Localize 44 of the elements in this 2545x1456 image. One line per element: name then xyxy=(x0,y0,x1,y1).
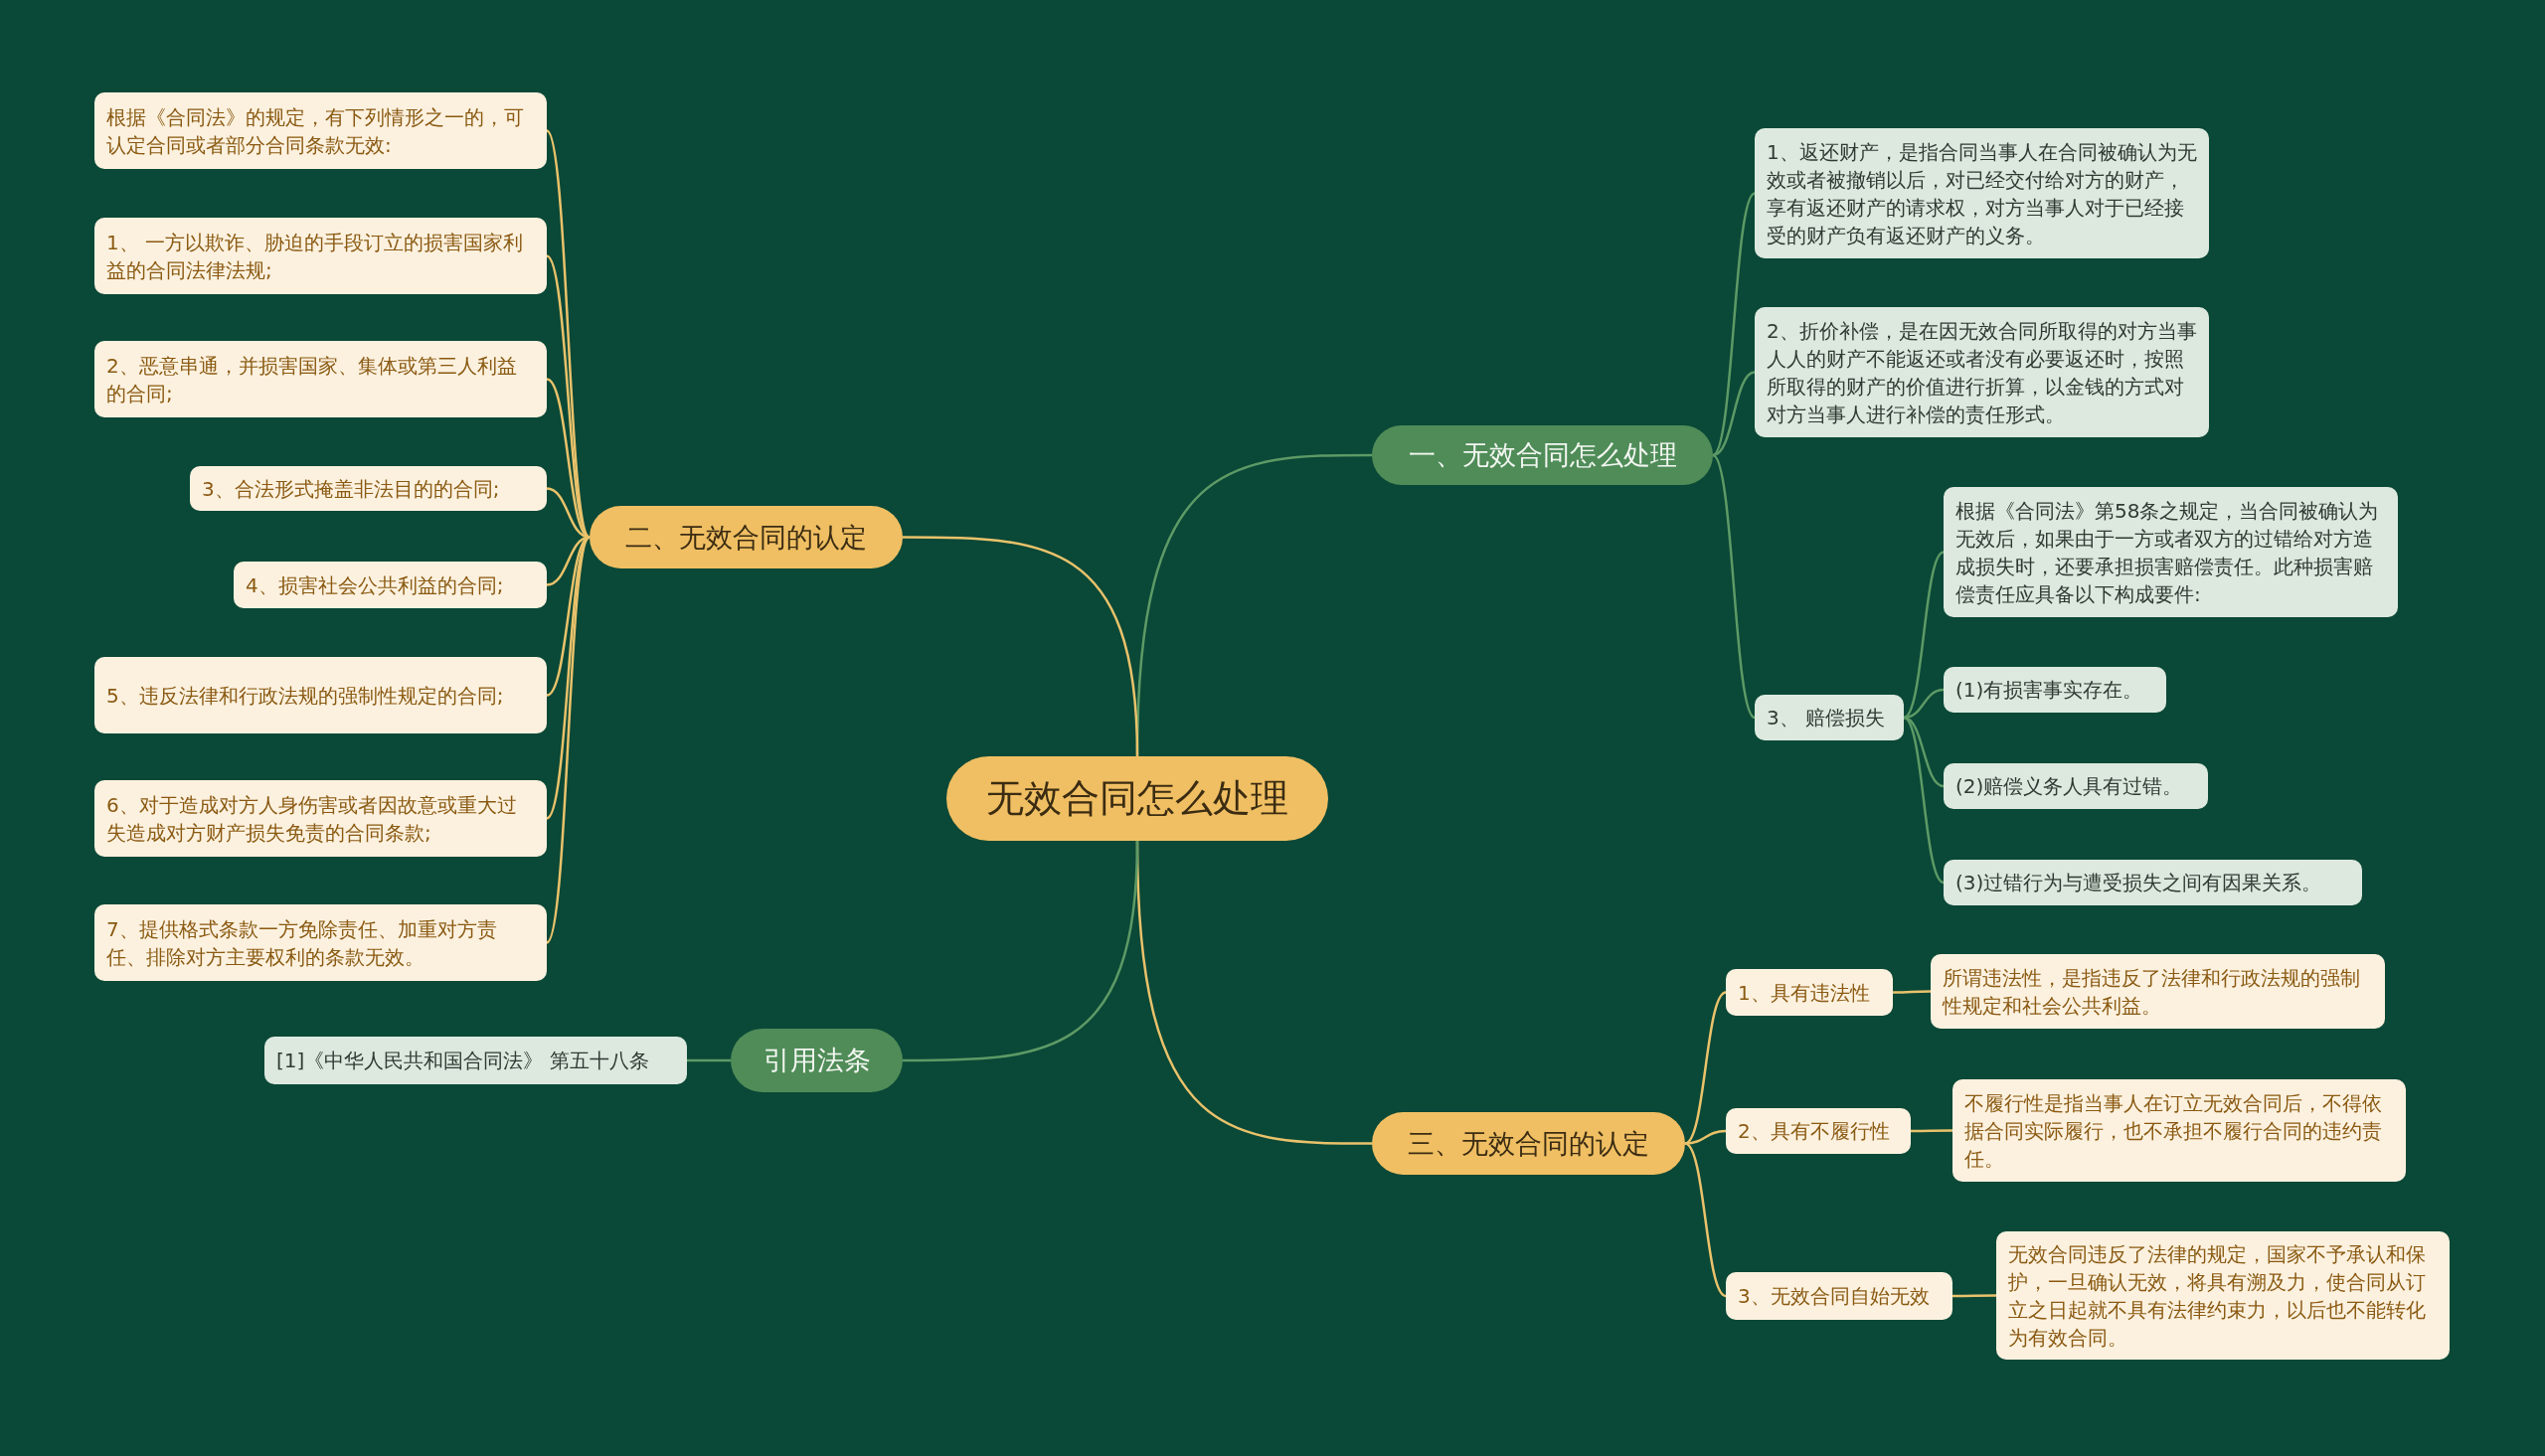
connector-line xyxy=(1893,990,1931,994)
note-box: 5、违反法律和行政法规的强制性规定的合同; xyxy=(94,657,547,733)
note-box: 7、提供格式条款一方免除责任、加重对方责任、排除对方主要权利的条款无效。 xyxy=(94,904,547,981)
note-box: (2)赔偿义务人具有过错。 xyxy=(1944,763,2208,809)
connector-line xyxy=(1712,371,1756,457)
note-box: 1、返还财产，是指合同当事人在合同被确认为无效或者被撤销以后，对已经交付给对方的财产，享有返还财产的请求权，对方当事人对于已经接受的财产负有返还财产的义务。 xyxy=(1755,128,2209,258)
note-box: 1、 一方以欺诈、胁迫的手段订立的损害国家利益的合同法律法规; xyxy=(94,218,547,294)
note-box: 6、对于造成对方人身伤害或者因故意或重大过失造成对方财产损失免责的合同条款; xyxy=(94,780,547,857)
connector-line xyxy=(1684,991,1727,1145)
note-box: 3、合法形式掩盖非法目的的合同; xyxy=(190,466,547,511)
connector-line xyxy=(1712,454,1756,719)
connector-line xyxy=(545,129,592,539)
connector-line xyxy=(1684,1142,1727,1298)
connector-line xyxy=(1903,717,1945,884)
branch-topic: 三、无效合同的认定 xyxy=(1372,1112,1685,1175)
note-box: 所谓违法性，是指违反了法律和行政法规的强制性规定和社会公共利益。 xyxy=(1931,954,2385,1029)
connector-line xyxy=(1712,192,1756,456)
connector-line xyxy=(903,840,1139,1062)
note-box: 4、损害社会公共利益的合同; xyxy=(234,562,547,608)
connector-line xyxy=(1903,551,1945,719)
subtopic-box: 3、 赔偿损失 xyxy=(1755,695,1904,740)
connector-line xyxy=(545,536,592,944)
note-box: 2、折价补偿，是在因无效合同所取得的对方当事人人的财产不能返还或者没有必要返还时，按照所取得的财产的价值进行折算，以金钱的方式对对方当事人进行补偿的责任形式。 xyxy=(1755,307,2209,437)
note-box: 2、恶意串通，并损害国家、集体或第三人利益的合同; xyxy=(94,341,547,417)
subtopic-box: 1、具有违法性 xyxy=(1726,969,1893,1016)
connector-line xyxy=(1903,716,1945,788)
subtopic-box: 2、具有不履行性 xyxy=(1726,1108,1911,1154)
branch-topic: 引用法条 xyxy=(731,1029,903,1092)
connector-line xyxy=(1952,1294,1996,1298)
connector-line xyxy=(1911,1129,1952,1133)
note-box: (1)有损害事实存在。 xyxy=(1944,667,2166,713)
connector-line xyxy=(546,536,591,820)
note-box: 无效合同违反了法律的规定，国家不予承认和保护，一旦确认无效，将具有溯及力，使合同从订立之日起就不具有法律约束力，以后也不能转化为有效合同。 xyxy=(1996,1231,2450,1360)
subtopic-box: 3、无效合同自始无效 xyxy=(1726,1272,1952,1320)
note-box: 根据《合同法》的规定，有下列情形之一的，可认定合同或者部分合同条款无效: xyxy=(94,92,547,169)
branch-topic: 一、无效合同怎么处理 xyxy=(1372,425,1713,485)
connector-line xyxy=(903,536,1139,757)
central-topic: 无效合同怎么处理 xyxy=(946,756,1328,841)
note-box: 不履行性是指当事人在订立无效合同后，不得依据合同实际履行，也不承担不履行合同的违约责任。 xyxy=(1952,1079,2406,1182)
note-box: [1]《中华人民共和国合同法》 第五十八条 xyxy=(264,1037,687,1084)
note-box: 根据《合同法》第58条之规定，当合同被确认为无效后，如果由于一方或者双方的过错给对方造成损失时，还要承担损害赔偿责任。此种损害赔偿责任应具备以下构成要件: xyxy=(1944,487,2398,617)
note-box: (3)过错行为与遭受损失之间有因果关系。 xyxy=(1944,860,2362,905)
connector-line xyxy=(687,1058,731,1062)
branch-topic: 二、无效合同的认定 xyxy=(590,506,903,568)
